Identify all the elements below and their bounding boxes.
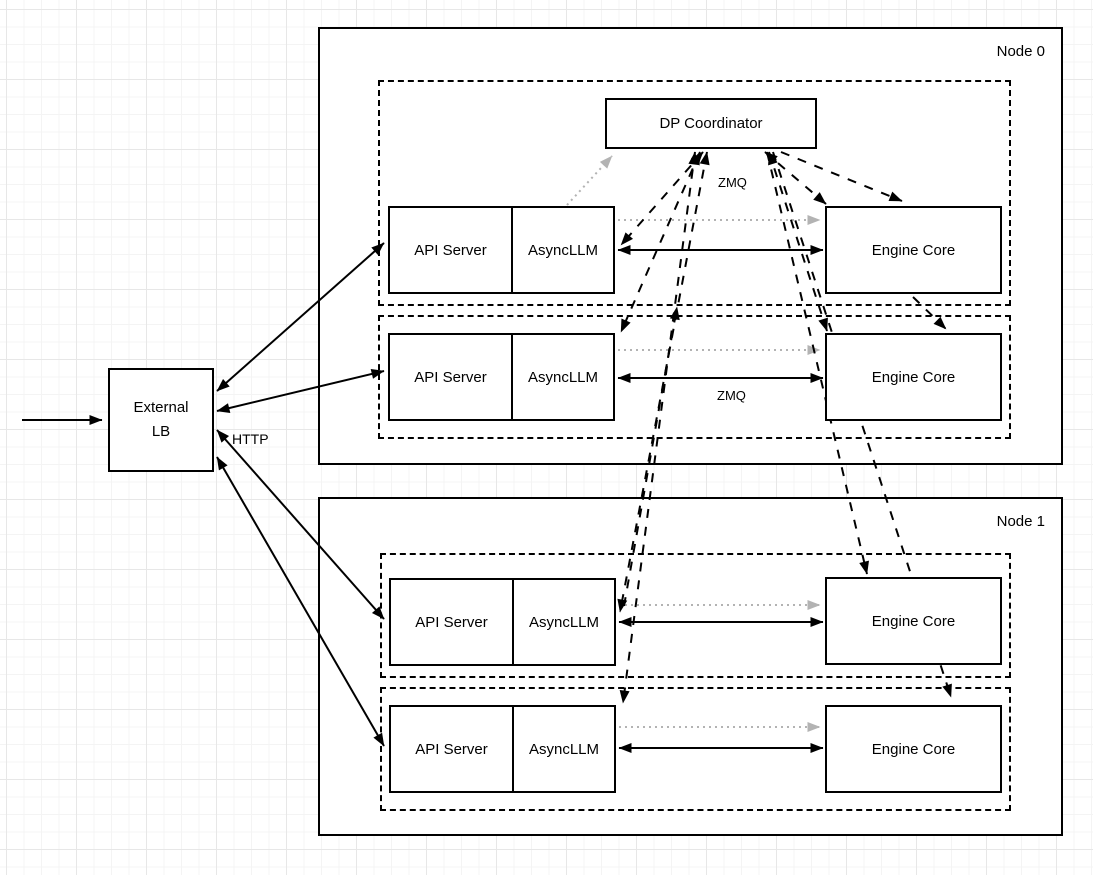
dp-coordinator-box: DP Coordinator: [605, 98, 817, 149]
external-lb-box: External LB: [108, 368, 214, 472]
node1-label: Node 1: [996, 513, 1045, 530]
dp-coordinator-label: DP Coordinator: [659, 115, 763, 132]
api-async-box-node0-row1: API Server AsyncLLM: [388, 333, 615, 421]
asyncllm-node1-row1: AsyncLLM: [528, 740, 600, 758]
zmq-label-row: ZMQ: [717, 388, 746, 403]
engine-core-node0-row1: Engine Core: [825, 333, 1002, 421]
engine-core-node0-row0: Engine Core: [825, 206, 1002, 294]
engine-core-label: Engine Core: [871, 740, 956, 758]
engine-core-label: Engine Core: [871, 368, 956, 386]
asyncllm-node1-row0: AsyncLLM: [528, 613, 600, 631]
api-async-box-node0-row0: API Server AsyncLLM: [388, 206, 615, 294]
api-async-box-node1-row1: API Server AsyncLLM: [389, 705, 616, 793]
node0-label: Node 0: [996, 43, 1045, 60]
asyncllm-node0-row0: AsyncLLM: [527, 241, 599, 259]
engine-core-node1-row1: Engine Core: [825, 705, 1002, 793]
http-label: HTTP: [232, 431, 269, 447]
engine-core-label: Engine Core: [871, 612, 956, 630]
api-server-node1-row1: API Server: [391, 707, 514, 791]
zmq-label-coordinator: ZMQ: [718, 175, 747, 190]
external-lb-label-line1: External: [133, 399, 189, 416]
api-server-node1-row0: API Server: [391, 580, 514, 664]
engine-core-label: Engine Core: [871, 241, 956, 259]
engine-core-node1-row0: Engine Core: [825, 577, 1002, 665]
external-lb-label-line2: LB: [151, 423, 171, 440]
api-async-box-node1-row0: API Server AsyncLLM: [389, 578, 616, 666]
asyncllm-node0-row1: AsyncLLM: [527, 368, 599, 386]
api-server-node0-row0: API Server: [390, 208, 513, 292]
api-server-node0-row1: API Server: [390, 335, 513, 419]
